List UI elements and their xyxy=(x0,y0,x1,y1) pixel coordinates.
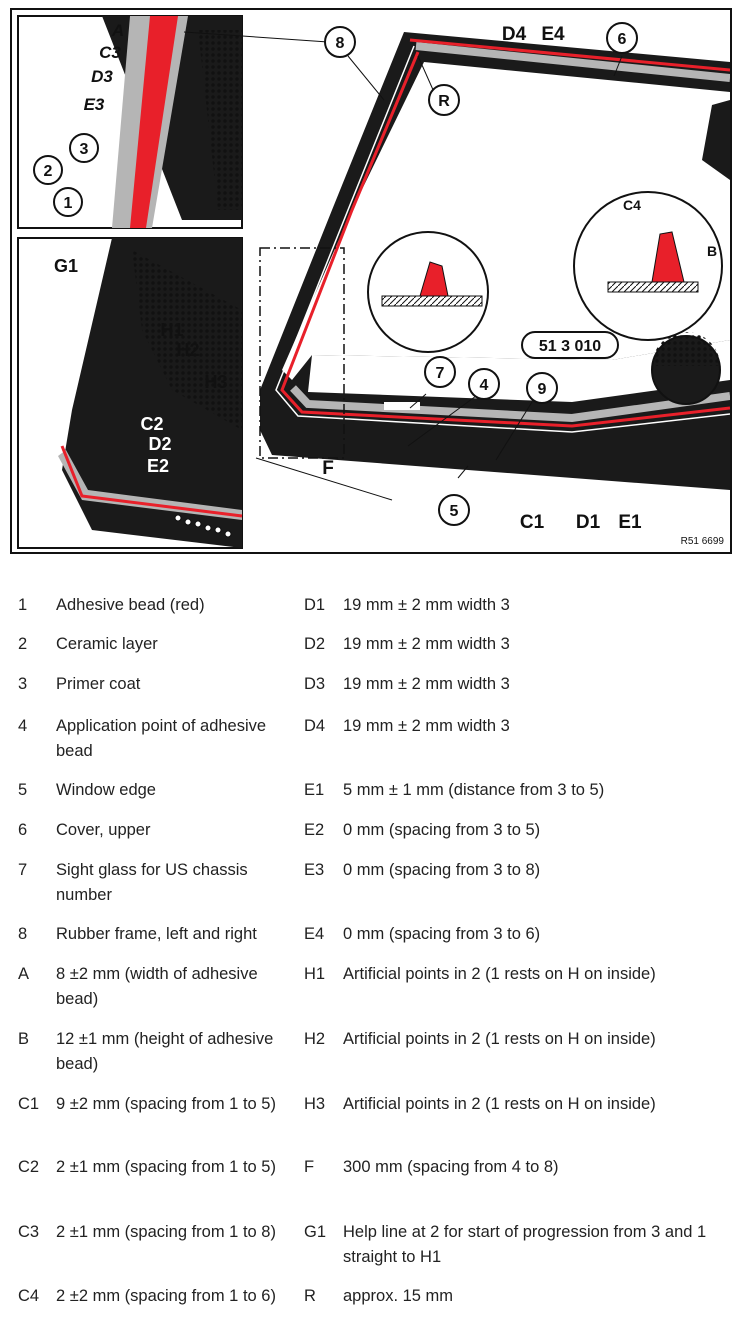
sight-glass xyxy=(384,402,420,410)
legend-text-b: 12 ±1 mm (height of adhesive bead) xyxy=(56,1030,274,1073)
legend-code-f: F xyxy=(304,1158,315,1176)
callout-8: 8 xyxy=(336,35,345,52)
callout-f: F xyxy=(322,458,334,479)
callout-4: 4 xyxy=(480,377,489,394)
leader-lines xyxy=(183,31,623,479)
legend-code-1: 1 xyxy=(18,596,28,614)
callout-part-number: 51 3 010 xyxy=(539,338,601,355)
callout-6: 6 xyxy=(618,31,627,48)
legend-code-d2: D2 xyxy=(304,635,326,653)
legend-text-c1: 9 ±2 mm (spacing from 1 to 5) xyxy=(56,1095,276,1113)
legend-code-3: 3 xyxy=(18,675,28,693)
callout-d4: D4 xyxy=(502,24,527,45)
legend-code-b: B xyxy=(18,1030,30,1048)
legend-code-d3: D3 xyxy=(304,675,326,693)
callout-e2: E2 xyxy=(147,456,169,476)
legend-text-2: Ceramic layer xyxy=(56,635,158,653)
legend-code-g1: G1 xyxy=(304,1223,327,1241)
adhesive-bead-line xyxy=(280,38,730,428)
callout-c4: C4 xyxy=(623,197,641,213)
legend-text-3: Primer coat xyxy=(56,675,141,693)
legend-code-h3: H3 xyxy=(304,1095,326,1113)
legend-text-g1: Help line at 2 for start of progression … xyxy=(343,1223,707,1266)
legend-text-e1: 5 mm ± 1 mm (distance from 3 to 5) xyxy=(343,781,605,799)
inset-bottom-left xyxy=(17,237,243,549)
callout-3: 3 xyxy=(80,141,89,158)
legend-code-e1: E1 xyxy=(304,781,325,799)
legend-code-d4: D4 xyxy=(304,717,326,735)
legend-code-7: 7 xyxy=(18,861,28,879)
legend-text-h2: Artificial points in 2 (1 rests on H on … xyxy=(343,1030,656,1048)
callout-e3-inset: E3 xyxy=(84,95,105,114)
callout-r: R xyxy=(438,93,450,110)
legend-text-d4: 19 mm ± 2 mm width 3 xyxy=(343,717,510,735)
f-dimension-line xyxy=(255,457,393,501)
callout-2: 2 xyxy=(44,163,53,180)
callout-e4: E4 xyxy=(541,24,565,45)
legend-code-a: A xyxy=(18,965,30,983)
legend-text-d3: 19 mm ± 2 mm width 3 xyxy=(343,675,510,693)
legend-text-8: Rubber frame, left and right xyxy=(56,925,257,943)
detail-dots-circle xyxy=(651,332,721,405)
callout-d3-inset: D3 xyxy=(91,67,113,86)
callout-1: 1 xyxy=(64,195,73,212)
legend-text-d2: 19 mm ± 2 mm width 3 xyxy=(343,635,510,653)
legend-code-e2: E2 xyxy=(304,821,325,839)
callout-7: 7 xyxy=(436,365,445,382)
callout-h3: H3 xyxy=(204,372,227,392)
legend-code-8: 8 xyxy=(18,925,28,943)
legend-text-c4: 2 ±2 mm (spacing from 1 to 6) xyxy=(56,1287,276,1305)
inset-top-left xyxy=(17,15,243,229)
legend-code-5: 5 xyxy=(18,781,28,799)
detail-c3-section xyxy=(367,231,489,353)
legend-text-c3: 2 ±1 mm (spacing from 1 to 8) xyxy=(56,1223,276,1241)
legend-text-e2: 0 mm (spacing from 3 to 5) xyxy=(343,821,541,839)
legend-code-e3: E3 xyxy=(304,861,325,879)
detail-c4-section xyxy=(573,191,723,341)
legend-text-5: Window edge xyxy=(56,781,156,799)
legend-code-h1: H1 xyxy=(304,965,326,983)
figure-reference: R51 6699 xyxy=(681,536,725,547)
windshield-diagram: 8 R D4 E4 6 A C3 D3 E3 3 2 1 G1 H1 H2 H3… xyxy=(10,8,732,554)
callout-5: 5 xyxy=(450,503,459,520)
legend-code-d1: D1 xyxy=(304,596,326,614)
callout-d2: D2 xyxy=(148,434,171,454)
callout-h1: H1 xyxy=(160,320,183,340)
legend-text-a: 8 ±2 mm (width of adhesive bead) xyxy=(56,965,258,1008)
legend-text-c2: 2 ±1 mm (spacing from 1 to 5) xyxy=(56,1158,276,1176)
legend-text-f: 300 mm (spacing from 4 to 8) xyxy=(343,1158,559,1176)
detail-outline xyxy=(259,247,345,459)
legend-code-c3: C3 xyxy=(18,1223,40,1241)
legend-text-e4: 0 mm (spacing from 3 to 6) xyxy=(343,925,541,943)
legend-text-1: Adhesive bead (red) xyxy=(56,596,205,614)
callout-h2: H2 xyxy=(176,340,199,360)
callout-d1: D1 xyxy=(576,512,601,533)
legend-text-7: Sight glass for US chassis number xyxy=(56,861,248,904)
legend-code-e4: E4 xyxy=(304,925,325,943)
legend-code-c2: C2 xyxy=(18,1158,40,1176)
legend-code-6: 6 xyxy=(18,821,28,839)
callout-b: B xyxy=(707,243,717,259)
callout-a-inset: A xyxy=(111,21,124,40)
legend-text-d1: 19 mm ± 2 mm width 3 xyxy=(343,596,510,614)
callout-g1: G1 xyxy=(54,256,78,276)
callout-9: 9 xyxy=(538,381,547,398)
legend-code-r: R xyxy=(304,1287,316,1305)
legend-text-h1: Artificial points in 2 (1 rests on H on … xyxy=(343,965,656,983)
callout-c3-inset: C3 xyxy=(99,43,121,62)
callout-e1: E1 xyxy=(618,512,642,533)
legend-code-h2: H2 xyxy=(304,1030,326,1048)
legend-code-4: 4 xyxy=(18,717,28,735)
ceramic-layer-band xyxy=(290,42,730,423)
callout-c2: C2 xyxy=(140,414,163,434)
legend-text-h3: Artificial points in 2 (1 rests on H on … xyxy=(343,1095,656,1113)
legend-code-c1: C1 xyxy=(18,1095,40,1113)
legend-text-4: Application point of adhesive bead xyxy=(56,717,267,760)
legend-code-2: 2 xyxy=(18,635,28,653)
legend-code-c4: C4 xyxy=(18,1287,40,1305)
legend-text-r: approx. 15 mm xyxy=(343,1287,454,1305)
legend-text-6: Cover, upper xyxy=(56,821,151,839)
callout-c1: C1 xyxy=(520,512,545,533)
legend-text-e3: 0 mm (spacing from 3 to 8) xyxy=(343,861,541,879)
